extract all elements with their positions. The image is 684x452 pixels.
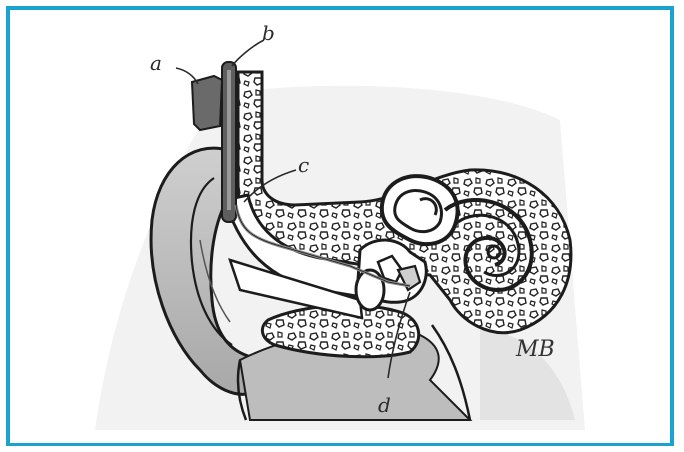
label-d: d xyxy=(378,393,391,417)
label-a: a xyxy=(150,51,162,75)
leader-line-b xyxy=(232,40,264,66)
artist-signature: MB xyxy=(515,337,555,362)
implant-tube xyxy=(222,62,236,222)
external-processor xyxy=(192,76,222,130)
label-c: c xyxy=(298,153,309,177)
label-b: b xyxy=(262,21,275,45)
